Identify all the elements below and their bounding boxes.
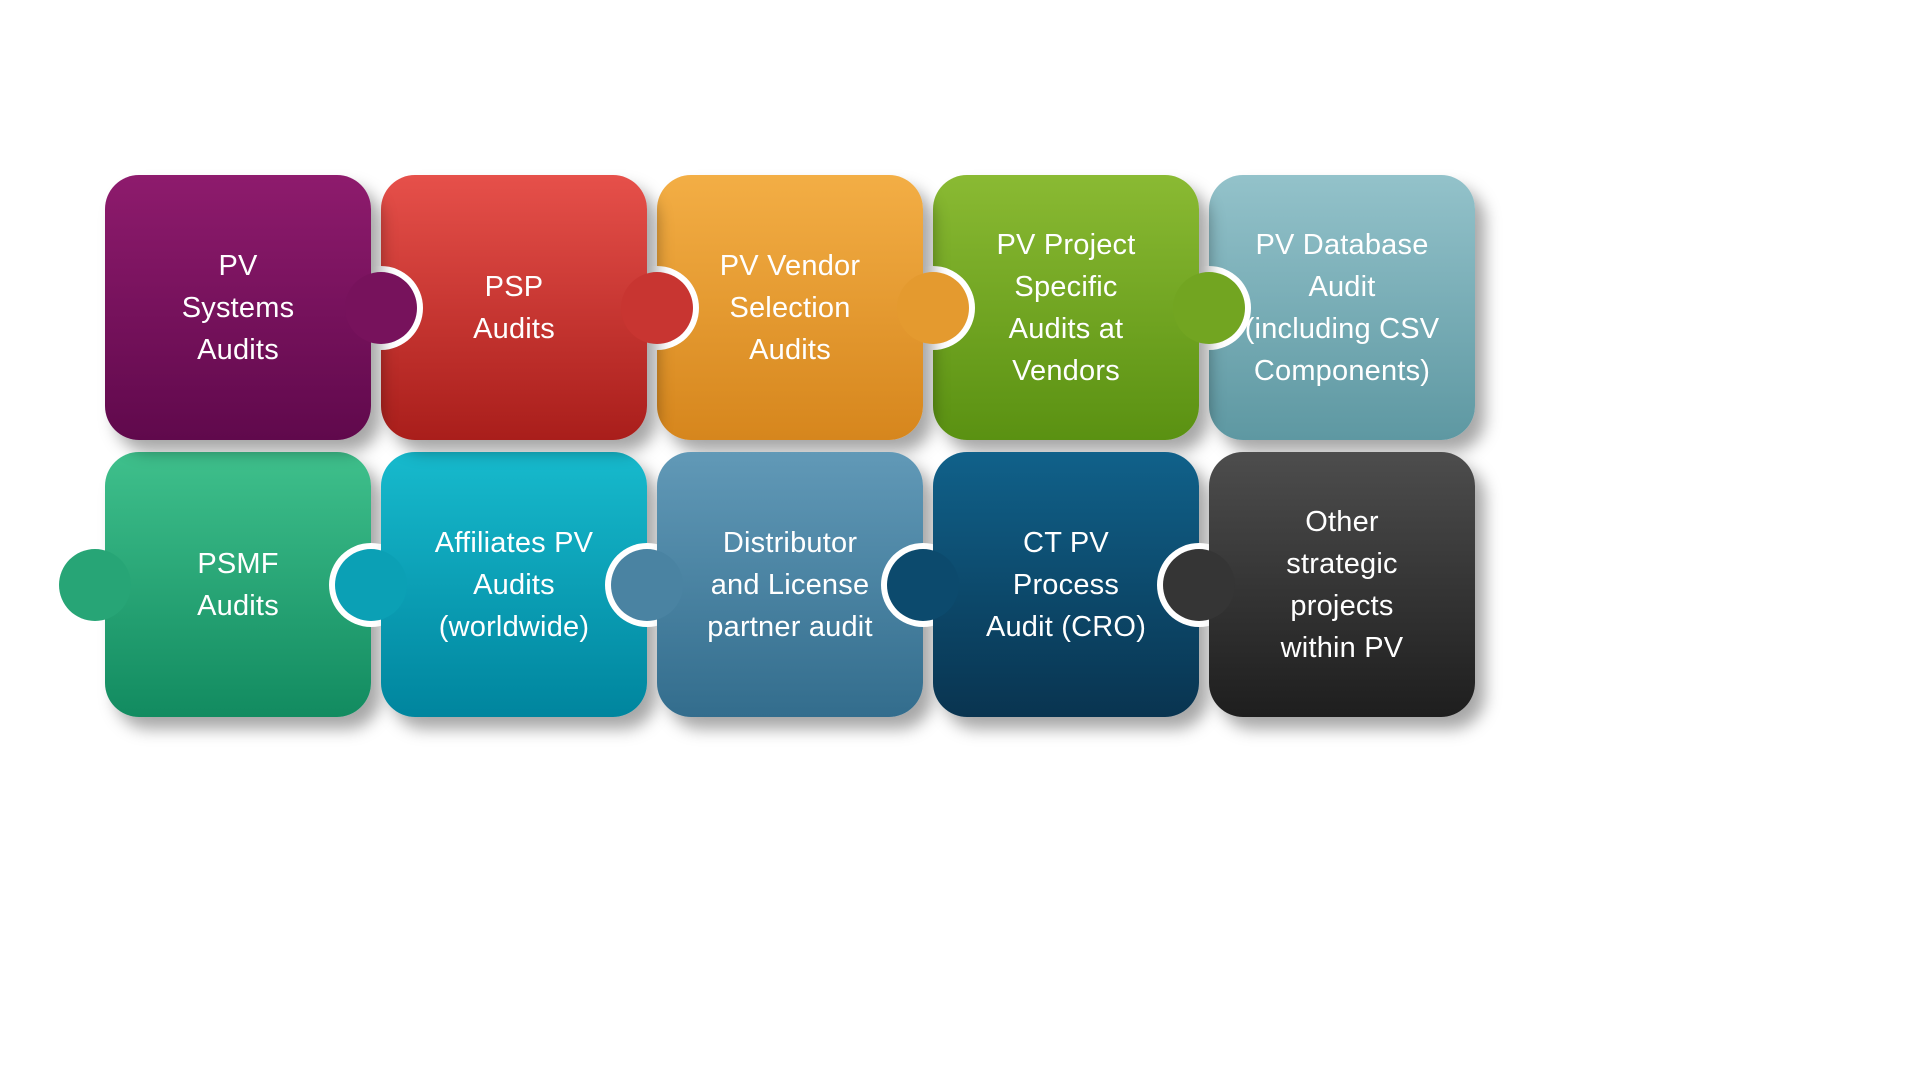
puzzle-piece-psp-audits: PSP Audits <box>339 175 693 440</box>
piece-label: Distributor and License partner audit <box>707 526 873 643</box>
puzzle-row-bottom: PSMF Audits Affiliates PV Audits (worldw… <box>59 452 1475 717</box>
puzzle-piece-ct-pv-process-audit: CT PV Process Audit (CRO) <box>887 452 1241 717</box>
puzzle-piece-psmf-audits: PSMF Audits <box>59 452 413 717</box>
piece-label: PV Vendor Selection Audits <box>719 249 861 366</box>
piece-label: Affiliates PV Audits (worldwide) <box>434 526 594 643</box>
puzzle-piece-pv-vendor-selection-audits: PV Vendor Selection Audits <box>615 175 969 440</box>
piece-label: PSMF Audits <box>197 547 279 622</box>
puzzle-piece-pv-project-specific-audits: PV Project Specific Audits at Vendors <box>891 175 1245 440</box>
piece-label: PV Project Specific Audits at Vendors <box>996 228 1136 387</box>
puzzle-row-top: PV Systems Audits PSP Audits PV Vendor S… <box>105 175 1475 440</box>
puzzle-piece-other-strategic-projects: Other strategic projects within PV <box>1163 452 1475 717</box>
piece-label: Other strategic projects within PV <box>1280 505 1404 664</box>
piece-label: CT PV Process Audit (CRO) <box>985 526 1147 643</box>
piece-label: PSP Audits <box>473 270 555 345</box>
puzzle-piece-pv-systems-audits: PV Systems Audits <box>105 175 417 440</box>
puzzle-piece-affiliates-pv-audits: Affiliates PV Audits (worldwide) <box>335 452 689 717</box>
puzzle-piece-pv-database-audit: PV Database Audit (including CSV Compone… <box>1167 175 1475 440</box>
piece-label: PV Database Audit (including CSV Compone… <box>1244 228 1440 387</box>
piece-label: PV Systems Audits <box>181 249 295 366</box>
puzzle-piece-distributor-license-audit: Distributor and License partner audit <box>611 452 965 717</box>
